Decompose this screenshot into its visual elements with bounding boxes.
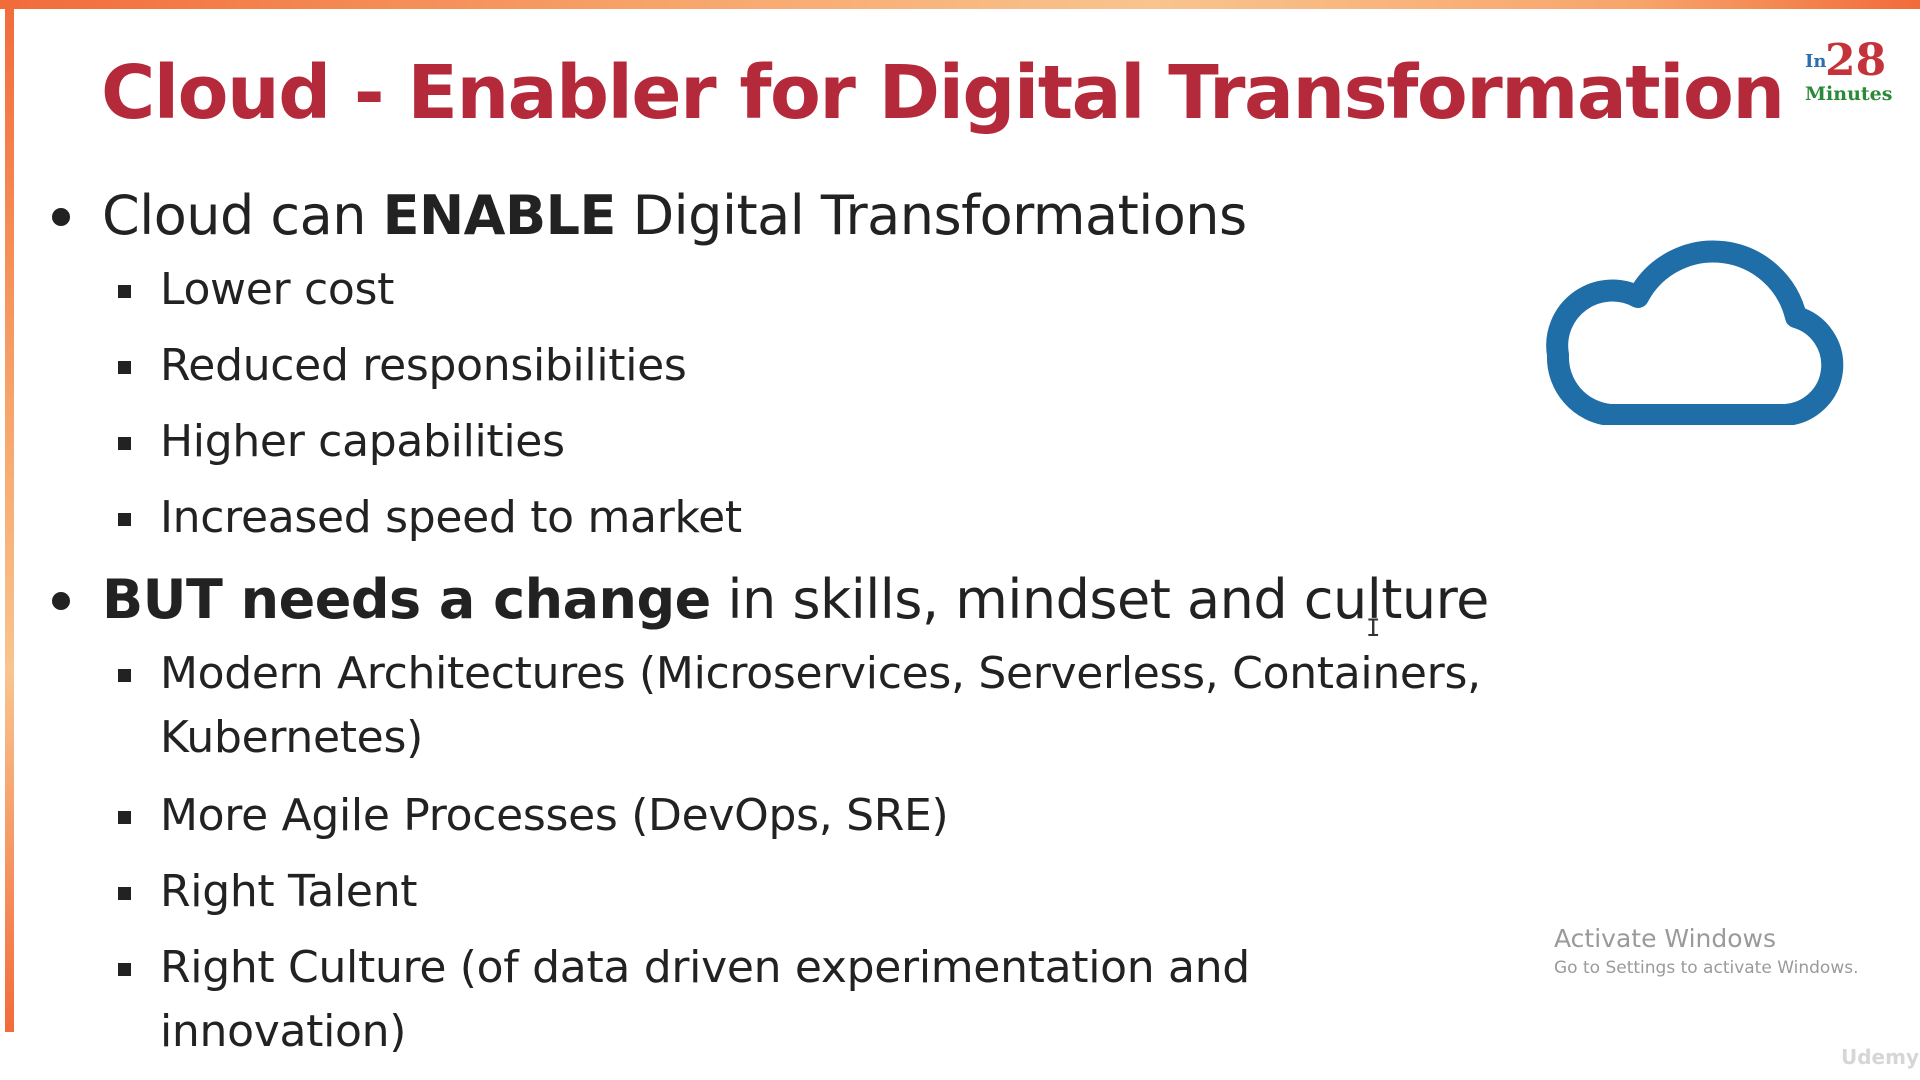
in28minutes-logo: In 28 Minutes [1805, 35, 1897, 105]
bullet-change: BUT needs a change in skills, mindset an… [48, 564, 1489, 636]
bullet-enable-post: Digital Transformations [615, 184, 1248, 247]
square-bullet-icon [118, 811, 131, 824]
bullet-enable-bold: ENABLE [382, 184, 617, 247]
square-bullet-icon [118, 361, 131, 374]
sub-bullet-text: Higher capabilities [160, 416, 565, 467]
udemy-watermark: Udemy [1841, 1045, 1919, 1069]
sub-bullet-text: Increased speed to market [160, 492, 742, 543]
bullet-dot [52, 208, 70, 226]
left-accent-bar [5, 0, 14, 1032]
sub-bullet-text: Reduced responsibilities [160, 340, 687, 391]
sub-bullet: Right Talent [48, 860, 1488, 924]
activate-subtitle: Go to Settings to activate Windows. [1554, 958, 1859, 978]
bullet-dot [52, 592, 70, 610]
sub-bullet: Lower cost [48, 258, 1488, 322]
sub-bullet: Higher capabilities [48, 410, 1488, 474]
sub-bullet-text: Right Culture (of data driven experiment… [160, 942, 1250, 1057]
sub-bullet: More Agile Processes (DevOps, SRE) [48, 784, 1488, 848]
sub-bullet: Right Culture (of data driven experiment… [48, 936, 1488, 1064]
square-bullet-icon [118, 887, 131, 900]
change-sub-list: Modern Architectures (Microservices, Ser… [48, 642, 1488, 1064]
square-bullet-icon [118, 963, 131, 976]
bullet-change-bold: BUT needs a change [102, 568, 711, 631]
logo-number: 28 [1825, 35, 1887, 86]
activate-title: Activate Windows [1554, 924, 1776, 953]
square-bullet-icon [118, 437, 131, 450]
square-bullet-icon [118, 285, 131, 298]
sub-bullet: Increased speed to market [48, 486, 1488, 550]
sub-bullet-text: More Agile Processes (DevOps, SRE) [160, 790, 949, 841]
top-accent-bar [0, 0, 1920, 9]
bullet-list: Cloud can ENABLE Digital Transformations… [48, 180, 1489, 1064]
sub-bullet: Modern Architectures (Microservices, Ser… [48, 642, 1520, 770]
sub-bullet-text: Lower cost [160, 264, 395, 315]
square-bullet-icon [118, 669, 131, 682]
enable-sub-list: Lower cost Reduced responsibilities High… [48, 258, 1488, 550]
bullet-change-post: in skills, mindset and culture [710, 568, 1489, 631]
logo-prefix: In [1805, 51, 1827, 72]
sub-bullet-text: Right Talent [160, 866, 418, 917]
square-bullet-icon [118, 513, 131, 526]
slide-title: Cloud - Enabler for Digital Transformati… [101, 50, 1785, 136]
windows-activation-watermark: Activate Windows Go to Settings to activ… [1554, 922, 1859, 980]
sub-bullet-text: Modern Architectures (Microservices, Ser… [160, 648, 1481, 763]
sub-bullet: Reduced responsibilities [48, 334, 1488, 398]
logo-suffix: Minutes [1805, 83, 1893, 105]
bullet-enable-pre: Cloud can [102, 184, 383, 247]
bullet-enable: Cloud can ENABLE Digital Transformations [48, 180, 1488, 252]
text-cursor-icon: I [1366, 614, 1381, 642]
cloud-icon [1546, 240, 1844, 425]
